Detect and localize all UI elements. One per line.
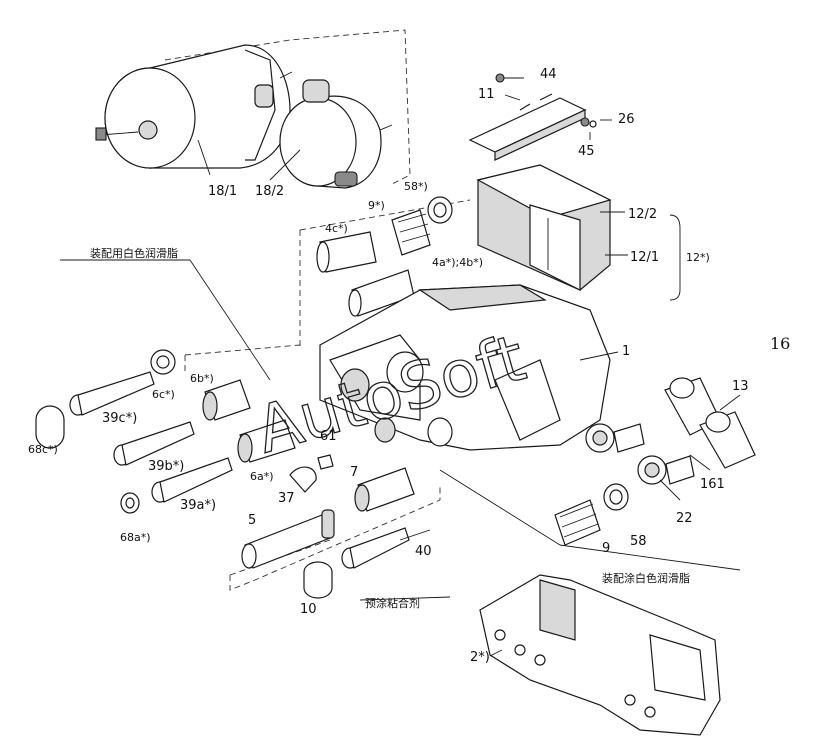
note-precoated-adhesive: 预涂粘合剂 [365,596,420,610]
brake-chamber-18-2 [279,79,393,189]
bolt-39a [151,457,233,503]
bellows-boot-9-upper [391,209,431,256]
callout-labels: 44 11 26 45 18/1 18/2 58*) 9*) 4c*) 4a*)… [28,67,749,665]
callout-58-lower: 58 [630,534,647,549]
callout-12-1: 12/1 [630,250,659,265]
callout-37: 37 [278,491,295,506]
adjuster-161 [585,423,695,485]
cap-10 [303,561,333,599]
callout-18-1: 18/1 [208,184,237,199]
callout-12: 12*) [686,251,710,264]
callout-68c: 68c*) [28,443,58,456]
ring-58-upper [427,196,453,224]
caliper-housing-1 [319,284,611,451]
callout-45: 45 [578,144,595,159]
callout-58-upper: 58*) [404,180,428,193]
callout-9-lower: 9 [602,541,610,556]
note-assembly-white-grease: 装配用白色润滑脂 [90,246,178,260]
callout-61: 61 [320,429,337,444]
callout-11: 11 [478,87,495,102]
callout-39a: 39a*) [180,498,216,513]
callout-13: 13 [732,379,749,394]
cap-68c [35,405,65,449]
ring-68a [120,492,140,514]
callout-161: 161 [700,477,725,492]
tube-5 [241,509,335,569]
note-apply-white-grease: 装配涂白色润滑脂 [602,571,690,585]
callout-40: 40 [415,544,432,559]
brake-chamber-18-1 [95,44,293,169]
callout-6c: 6c*) [152,388,175,401]
clip-37 [289,466,317,493]
guide-sleeves-4 [316,231,415,317]
callout-7: 7 [350,465,358,480]
callout-10: 10 [300,602,317,617]
leader-lines [60,94,741,657]
callout-18-2: 18/2 [255,184,284,199]
callout-4a-4b: 4a*);4b*) [432,256,483,269]
sleeve-6a [237,419,296,463]
bellows-13 [664,377,756,469]
sleeve-6b [202,379,251,421]
bolt-39b [113,421,195,466]
callout-44: 44 [540,67,557,82]
bolt-39c [69,371,155,416]
callout-5: 5 [248,513,256,528]
callout-68a: 68a*) [120,531,151,544]
sleeve-7 [354,467,415,512]
ring-58-lower [603,483,629,511]
callout-12-2: 12/2 [628,207,657,222]
callout-9-upper: 9*) [368,199,385,212]
pin-61 [317,454,334,470]
bellows-boot-9-lower [554,499,601,546]
callout-6b: 6b*) [190,372,214,385]
pad-retainer-11 [468,73,597,161]
page-number: 16 [770,334,790,353]
callout-1: 1 [622,344,630,359]
callout-4c: 4c*) [325,222,348,235]
callout-22: 22 [676,511,693,526]
carrier-bracket-2 [479,574,721,736]
brake-pads-12 [476,164,612,291]
callout-6a: 6a*) [250,470,274,483]
callout-39c: 39c*) [102,411,137,426]
bolt-40 [341,527,410,569]
callout-2: 2*) [470,650,490,665]
callout-39b: 39b*) [148,459,184,474]
ring-6c [150,349,176,375]
callout-26: 26 [618,112,635,127]
